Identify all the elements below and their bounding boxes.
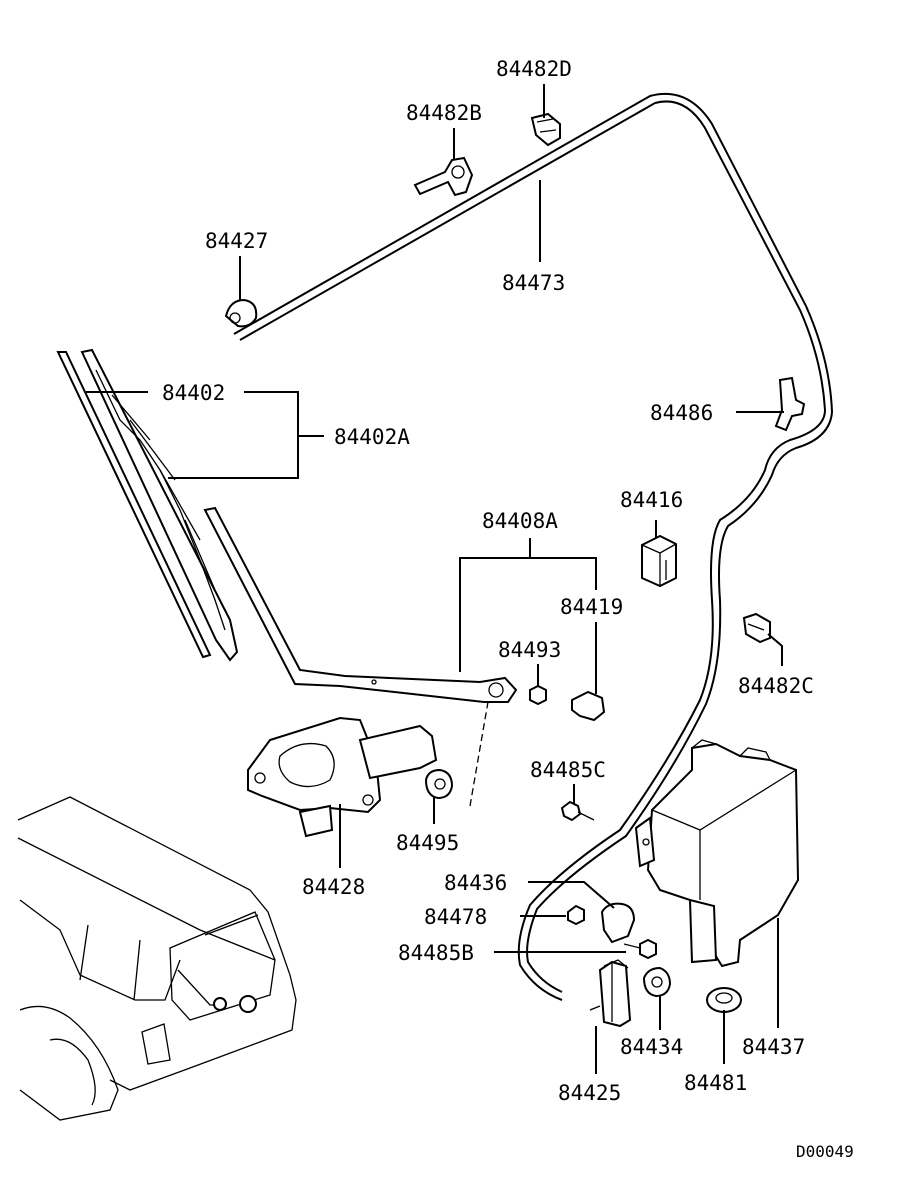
washer-tank-84437[interactable] xyxy=(634,739,800,968)
hose-clip-84486[interactable] xyxy=(774,376,806,432)
label-84493: 84493 xyxy=(498,638,561,662)
label-84482c: 84482C xyxy=(738,674,814,698)
washer-nozzle-84427[interactable] xyxy=(224,298,258,328)
label-84436: 84436 xyxy=(444,871,507,895)
grommet-84481[interactable] xyxy=(706,987,742,1013)
washer-hose xyxy=(233,92,834,1001)
label-84402a: 84402A xyxy=(334,425,410,449)
clip-84436[interactable] xyxy=(600,902,636,944)
hose-clip-84482b[interactable] xyxy=(413,156,474,197)
label-84473: 84473 xyxy=(502,271,565,295)
label-84402: 84402 xyxy=(162,381,225,405)
label-84408a: 84408A xyxy=(482,509,558,533)
vehicle-rear-illustration xyxy=(17,796,297,1121)
label-84437: 84437 xyxy=(742,1035,805,1059)
label-84482b: 84482B xyxy=(406,101,482,125)
nut-84478[interactable] xyxy=(567,904,585,926)
label-84428: 84428 xyxy=(302,875,365,899)
label-84486: 84486 xyxy=(650,401,713,425)
bolt-84485c[interactable] xyxy=(560,800,595,822)
grommet-84495[interactable] xyxy=(424,768,454,800)
bolt-84485b[interactable] xyxy=(623,938,657,960)
part-labels: 84482D 84482B 84427 84473 84402 84402A 8… xyxy=(162,57,854,1161)
label-84427: 84427 xyxy=(205,229,268,253)
label-84425: 84425 xyxy=(558,1081,621,1105)
wiper-motor-84428[interactable] xyxy=(247,701,489,838)
wiper-arm-84408a[interactable] xyxy=(203,506,518,703)
wiper-blade-assembly[interactable] xyxy=(56,348,239,662)
label-84485b: 84485B xyxy=(398,941,474,965)
label-84482d: 84482D xyxy=(496,57,572,81)
cap-84416[interactable] xyxy=(641,534,677,588)
label-84478: 84478 xyxy=(424,905,487,929)
diagram-code: D00049 xyxy=(796,1142,854,1161)
label-84495: 84495 xyxy=(396,831,459,855)
label-84485c: 84485C xyxy=(530,758,606,782)
label-84416: 84416 xyxy=(620,488,683,512)
leader-lines xyxy=(86,84,784,1074)
washer-pump-84425[interactable] xyxy=(589,959,632,1028)
hose-clip-84482d[interactable] xyxy=(530,112,561,147)
label-84481: 84481 xyxy=(684,1071,747,1095)
label-84434: 84434 xyxy=(620,1035,683,1059)
hose-clip-84482c[interactable] xyxy=(742,612,771,644)
label-84419: 84419 xyxy=(560,595,623,619)
nut-84493[interactable] xyxy=(529,684,547,706)
grommet-84434[interactable] xyxy=(642,966,672,998)
cap-84419[interactable] xyxy=(571,690,606,722)
